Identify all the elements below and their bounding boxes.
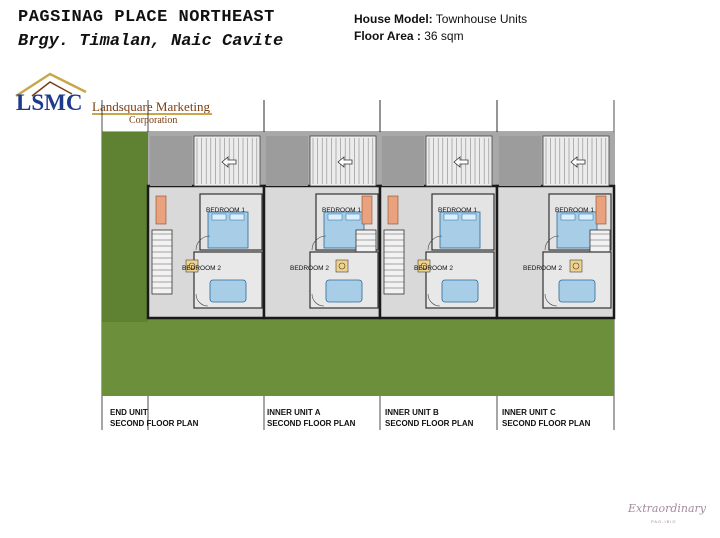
- pillow: [327, 213, 343, 221]
- project-location: Brgy. Timalan, Naic Cavite: [18, 32, 284, 51]
- pillow: [211, 213, 227, 221]
- bed-2: [558, 279, 596, 303]
- wardrobe: [155, 195, 167, 225]
- door-swing: [311, 293, 325, 307]
- fixture-ring: [420, 262, 428, 270]
- fixture-icon: [335, 259, 349, 273]
- unit-plan: SECOND FLOOR PLAN: [502, 419, 591, 428]
- stairs: [151, 229, 173, 295]
- wardrobe: [361, 195, 373, 225]
- unit-plan: SECOND FLOOR PLAN: [385, 419, 474, 428]
- lawn-shade: [102, 132, 148, 322]
- brand-watermark: Extraordinary: [628, 502, 707, 515]
- unit-4: [495, 135, 616, 320]
- company-logo: LSMC Landsquare Marketing Corporation: [12, 70, 232, 130]
- door-swing: [195, 235, 211, 251]
- bed-2: [325, 279, 363, 303]
- bedroom-1-label: BEDROOM 1: [322, 207, 361, 214]
- logo-divider: [92, 113, 212, 115]
- pillow: [560, 213, 576, 221]
- slope-arrow-icon: [337, 156, 353, 168]
- bed-2: [209, 279, 247, 303]
- floor-area-line: Floor Area : 36 sqm: [354, 29, 464, 43]
- room-labels: BEDROOM 1 BEDROOM 2 BEDROOM 1 BEDROOM 2 BEDR…: [182, 207, 594, 272]
- slope-arrow-icon: [453, 156, 469, 168]
- stairs: [383, 229, 405, 295]
- pillow: [345, 213, 361, 221]
- unit-label-inner-a: INNER UNIT A SECOND FLOOR PLAN: [267, 407, 355, 429]
- side-roof: [499, 136, 541, 186]
- bedroom-2-label: BEDROOM 2: [523, 265, 562, 272]
- logo-company-suffix: Corporation: [129, 115, 178, 126]
- door-swing: [311, 235, 327, 251]
- pillow: [461, 213, 477, 221]
- bedroom-1-label: BEDROOM 1: [438, 207, 477, 214]
- house-model-line: House Model: Townhouse Units: [354, 12, 527, 26]
- house-model-label: House Model:: [354, 12, 433, 26]
- slope-arrow-icon: [221, 156, 237, 168]
- fixture-ring: [572, 262, 580, 270]
- unit-plan: SECOND FLOOR PLAN: [110, 419, 199, 428]
- unit-name: INNER UNIT B: [385, 408, 439, 417]
- roof-icon: [15, 72, 87, 98]
- unit-name: END UNIT: [110, 408, 148, 417]
- unit-name: INNER UNIT C: [502, 408, 556, 417]
- fixture-ring: [338, 262, 346, 270]
- fixture-icon: [185, 259, 199, 273]
- door-swing: [427, 235, 443, 251]
- door-swing: [195, 293, 209, 307]
- house-model-value: Townhouse Units: [435, 12, 528, 26]
- fixture-icon: [417, 259, 431, 273]
- project-title: PAGSINAG PLACE NORTHEAST: [18, 8, 275, 27]
- slope-arrow-icon: [570, 156, 586, 168]
- floor-area-value: 36 sqm: [424, 29, 464, 43]
- door-swing: [427, 293, 441, 307]
- unit-name: INNER UNIT A: [267, 408, 321, 417]
- wardrobe: [595, 195, 607, 225]
- unit-2: [262, 135, 382, 320]
- bedroom-1-label: BEDROOM 1: [555, 207, 594, 214]
- unit-label-inner-c: INNER UNIT C SECOND FLOOR PLAN: [502, 407, 590, 429]
- floor-area-label: Floor Area :: [354, 29, 421, 43]
- brand-tagline: PAG-IBIG: [651, 519, 677, 524]
- logo-initials: LSMC: [16, 90, 83, 115]
- pillow: [229, 213, 245, 221]
- unit-1: [146, 135, 266, 320]
- bedroom-1-label: BEDROOM 1: [206, 207, 245, 214]
- bed-2: [441, 279, 479, 303]
- side-roof: [382, 136, 424, 186]
- bedroom-2-label: BEDROOM 2: [182, 265, 221, 272]
- unit-plans: [146, 135, 616, 320]
- unit-label-inner-b: INNER UNIT B SECOND FLOOR PLAN: [385, 407, 473, 429]
- logo-company-name: Landsquare Marketing: [92, 99, 211, 114]
- fixture-icon: [569, 259, 583, 273]
- unit-plan: SECOND FLOOR PLAN: [267, 419, 356, 428]
- unit-3: [378, 135, 499, 320]
- door-swing: [544, 235, 560, 251]
- pillow: [443, 213, 459, 221]
- fixture-ring: [188, 262, 196, 270]
- bedroom-2-label: BEDROOM 2: [414, 265, 453, 272]
- unit-label-end: END UNIT SECOND FLOOR PLAN: [110, 407, 198, 429]
- side-roof: [150, 136, 192, 186]
- side-roof: [266, 136, 308, 186]
- door-swing: [544, 293, 558, 307]
- bedroom-2-label: BEDROOM 2: [290, 265, 329, 272]
- pillow: [578, 213, 594, 221]
- wardrobe: [387, 195, 399, 225]
